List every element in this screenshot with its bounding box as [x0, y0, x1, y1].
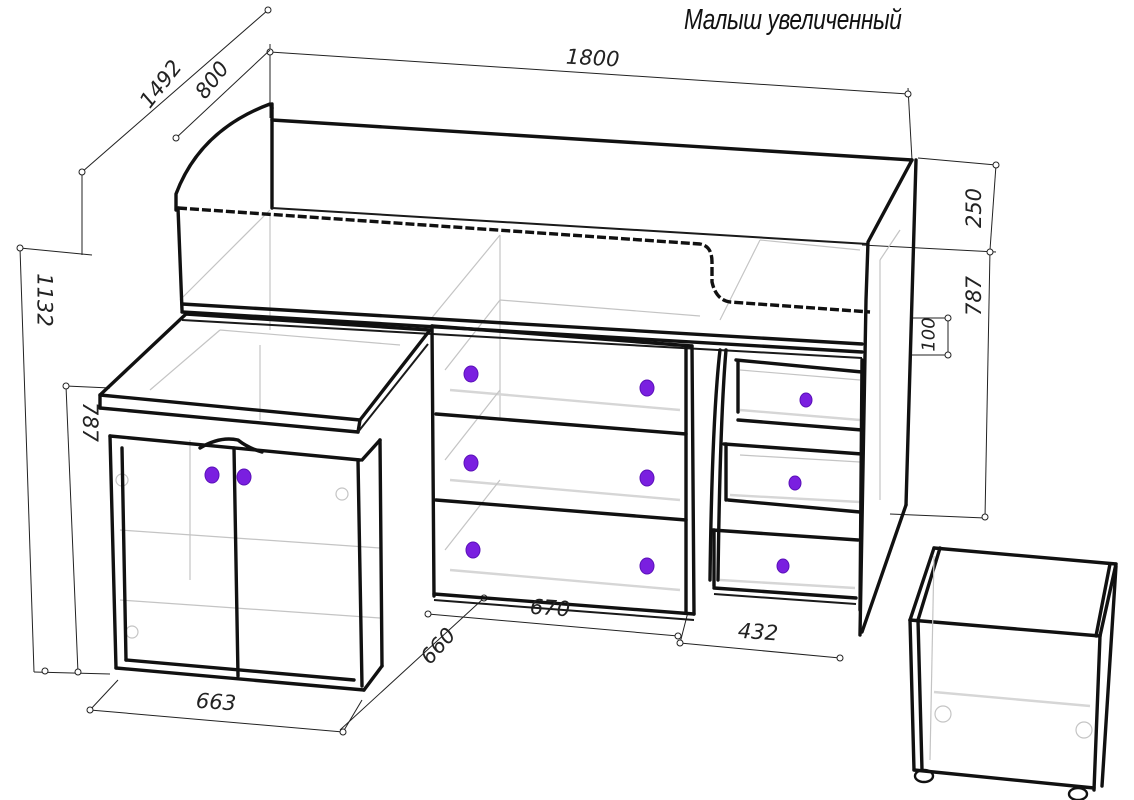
handle-icon [204, 466, 220, 484]
dimension-desk-width: 663 [195, 688, 237, 716]
handle-icon [463, 365, 479, 383]
loft-bed-frame [174, 102, 918, 637]
handle-icon [463, 454, 479, 472]
handle-icon [776, 558, 790, 574]
handle-icon [799, 392, 813, 408]
dimension-overall-length: 1800 [565, 44, 621, 72]
chest-of-drawers [430, 324, 696, 621]
handle-icon [639, 469, 655, 487]
dimension-desk-height: 787 [78, 401, 103, 443]
mobile-box [908, 546, 1118, 800]
side-drawers [708, 348, 864, 612]
dimension-side-rail-height: 250 [962, 187, 987, 229]
handles [204, 365, 813, 575]
handle-icon [639, 379, 655, 397]
dimension-lines [16, 6, 1000, 736]
handle-icon [788, 475, 802, 491]
dimension-bed-board-height: 100 [918, 317, 940, 352]
hidden-lines [115, 209, 901, 639]
handle-icon [236, 468, 252, 486]
dimension-chest-width: 670 [529, 594, 571, 622]
drawing-title: Малыш увеличенный [684, 4, 902, 36]
dimension-overall-height: 1132 [32, 273, 57, 327]
handle-icon [465, 541, 481, 559]
desk-cabinet [98, 312, 432, 692]
dimension-bed-base-height: 787 [962, 275, 987, 317]
dimension-side-chest-width: 432 [737, 618, 779, 646]
handle-icon [639, 557, 655, 575]
